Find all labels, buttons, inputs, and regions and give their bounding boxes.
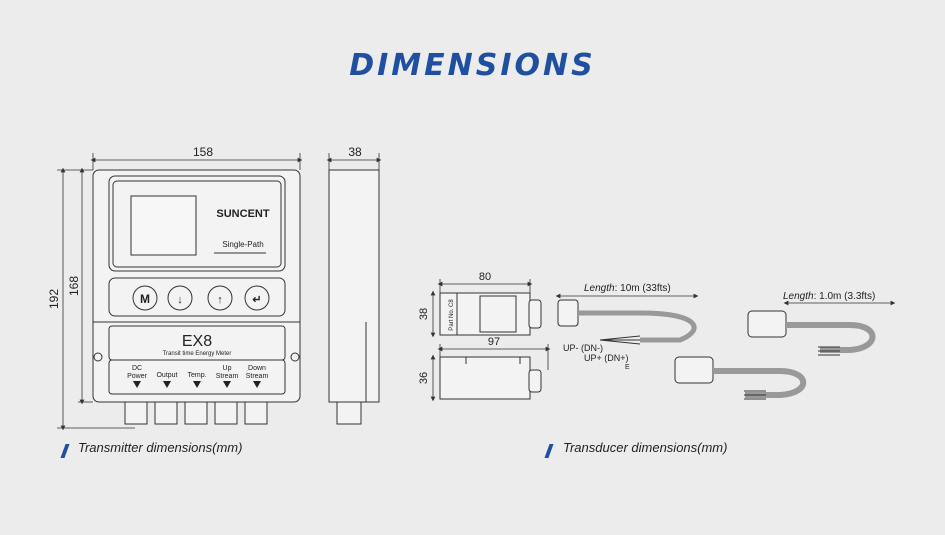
wire-up-plus: UP+ (DN+) — [584, 353, 629, 363]
dim-36: 36 — [418, 372, 430, 384]
transducer-side-view — [439, 356, 542, 400]
port-label: Output — [156, 372, 177, 379]
transmitter-front-view — [92, 169, 301, 403]
transducer-top-view — [439, 292, 542, 336]
port-arrow-icon — [223, 381, 231, 388]
dim-lines-transducer — [430, 279, 551, 402]
dim-168: 168 — [67, 276, 81, 296]
port-arrow-icon — [163, 381, 171, 388]
dim-80: 80 — [479, 271, 491, 283]
key-down: ↓ — [177, 294, 183, 306]
key-up: ↑ — [217, 294, 223, 306]
cable-long-label: Length — [584, 283, 615, 294]
wire-up-minus: UP- (DN-) — [563, 343, 603, 353]
transducer-probe-2 — [674, 356, 807, 400]
brand-label: SUNCENT — [216, 208, 269, 220]
dim-38-side: 38 — [348, 145, 362, 159]
cable-short-value: : 1.0m (3.3fts) — [814, 291, 876, 302]
port-arrow-icon — [253, 381, 261, 388]
cable-long-length: Length: 10m (33fts) — [584, 283, 671, 294]
transmitter-side-view — [328, 169, 380, 425]
mode-label: Single-Path — [222, 240, 263, 249]
key-enter: ↵ — [252, 294, 261, 306]
transmitter-caption: Transmitter dimensions(mm) — [78, 440, 243, 455]
dim-192: 192 — [47, 289, 61, 309]
port-label: Temp. — [187, 372, 206, 379]
key-m: M — [140, 292, 150, 306]
dim-97: 97 — [488, 336, 500, 348]
subtitle-label: Transit time Energy Meter — [163, 351, 232, 357]
cable-10m — [555, 293, 699, 345]
glands-front — [124, 401, 268, 425]
cable-short-label: Length — [783, 291, 814, 302]
part-number: Part No. C8 — [449, 299, 455, 331]
cable-short-length: Length: 1.0m (3.3fts) — [783, 291, 875, 302]
model-label: EX8 — [182, 333, 212, 350]
port-arrow-icon — [193, 381, 201, 388]
dim-158: 158 — [193, 145, 213, 159]
dim-38-transducer: 38 — [418, 308, 430, 320]
transducer-caption: Transducer dimensions(mm) — [563, 440, 728, 455]
transducer-probe-1 — [747, 300, 896, 356]
wire-e: E — [625, 364, 630, 371]
cable-long-value: : 10m (33fts) — [615, 283, 671, 294]
page-title: DIMENSIONS — [349, 48, 596, 83]
port-arrow-icon — [133, 381, 141, 388]
dim-lines-transmitter — [57, 153, 382, 431]
